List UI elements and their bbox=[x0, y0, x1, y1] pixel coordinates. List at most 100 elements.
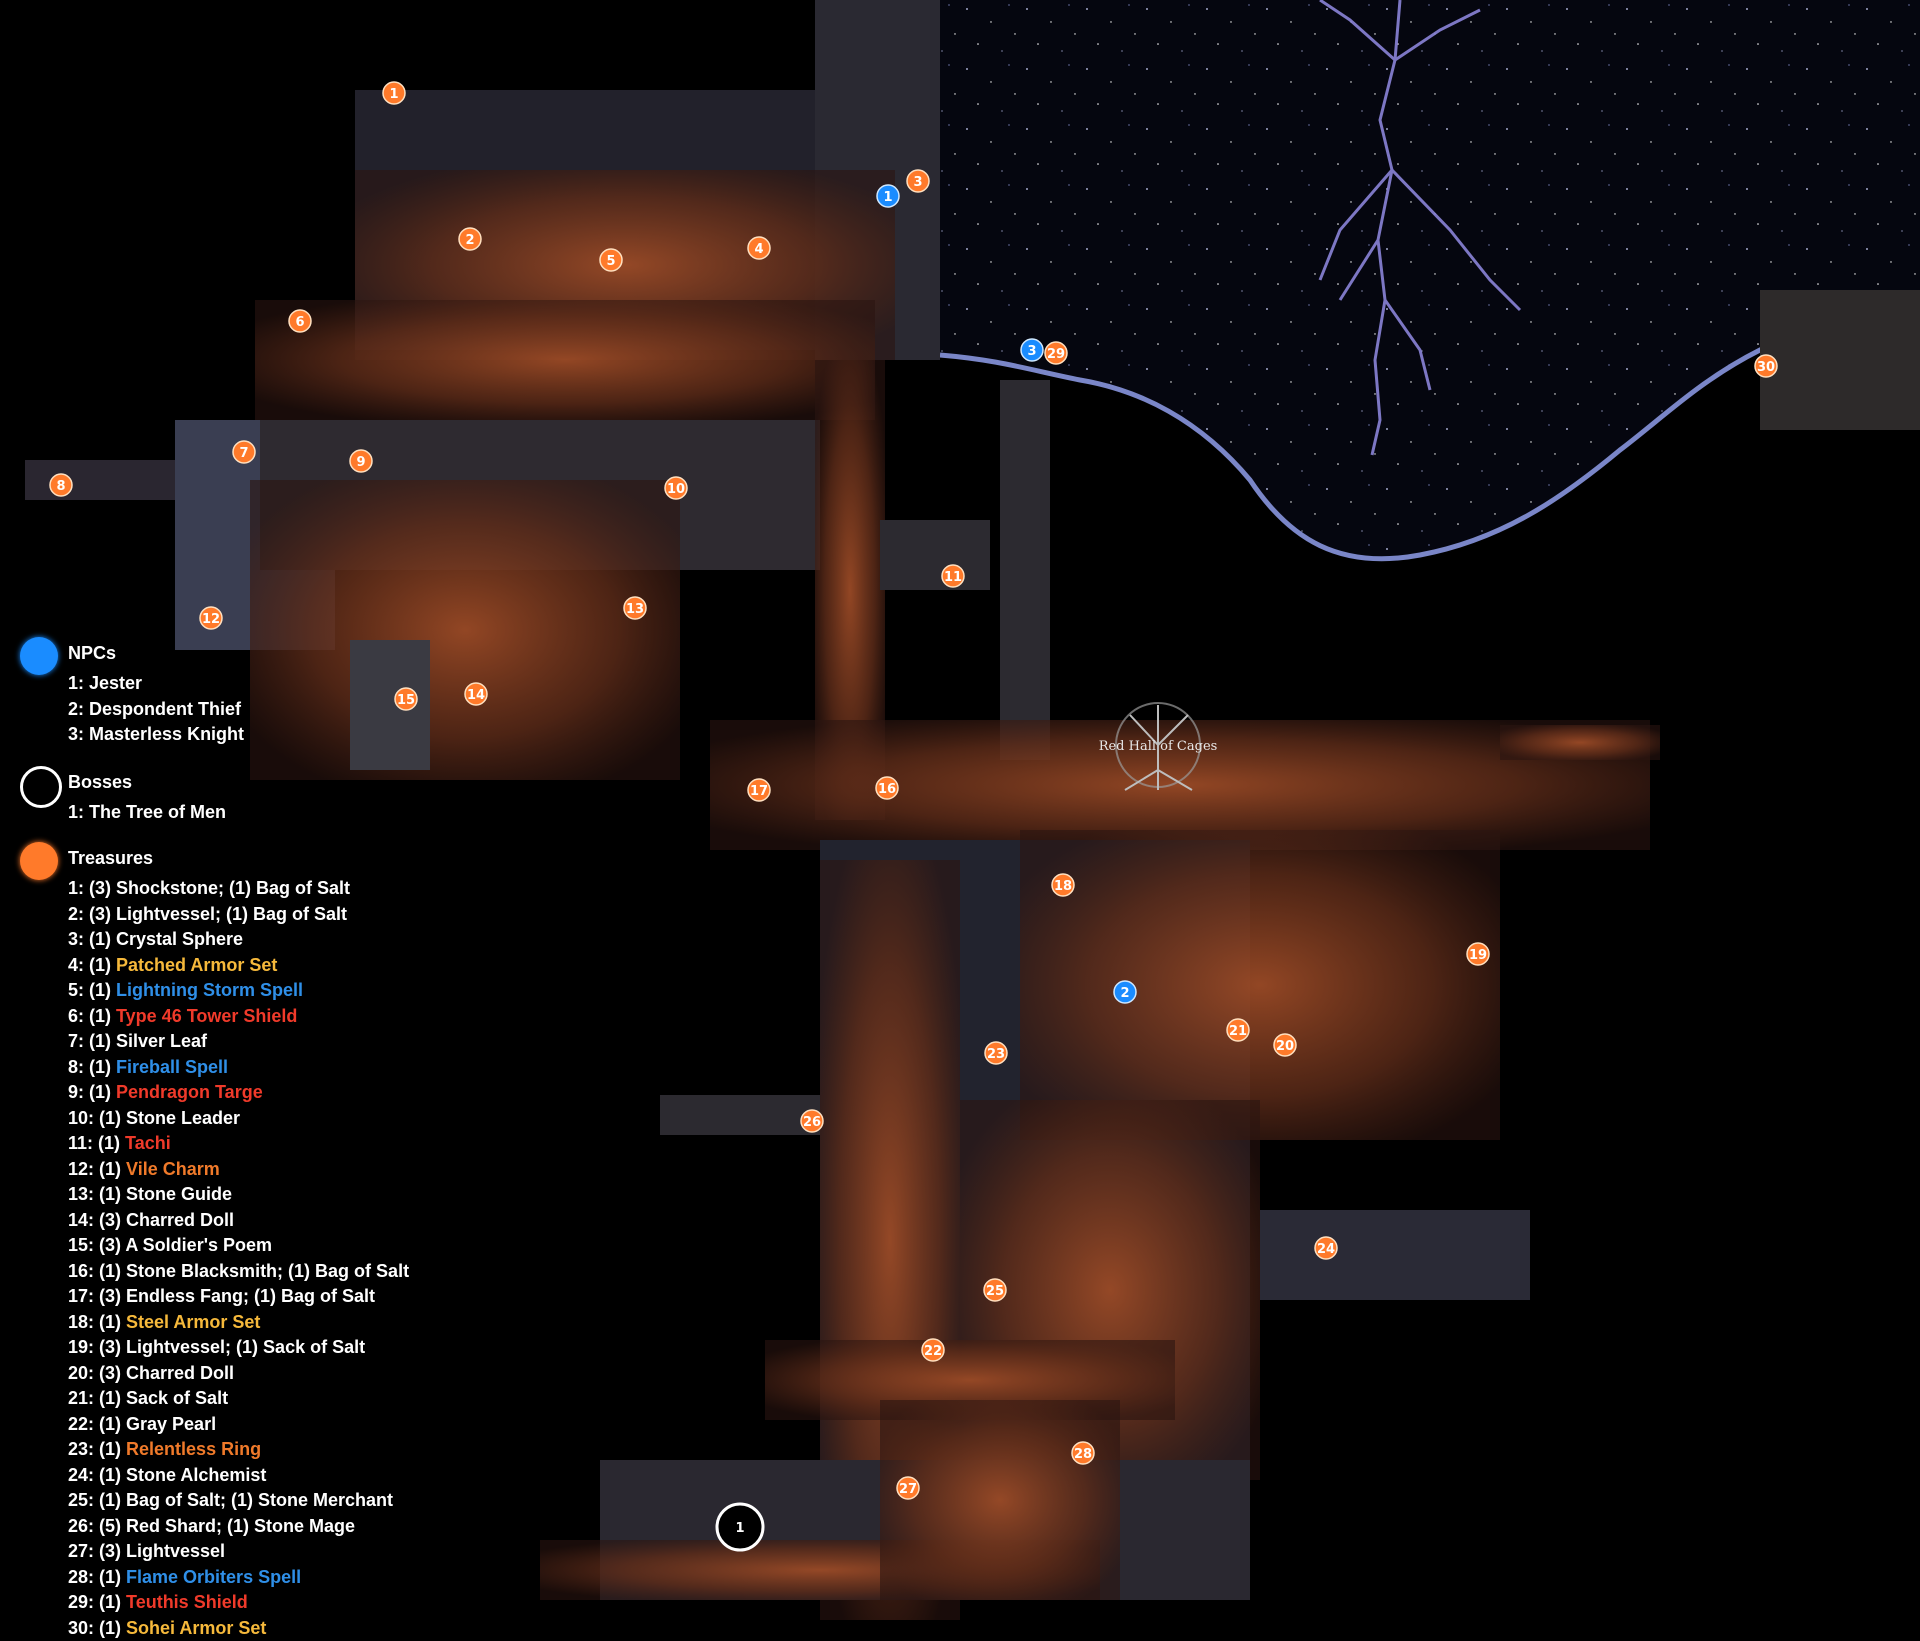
legend-bosses: Bosses 1: The Tree of Men bbox=[20, 766, 226, 826]
treasure-marker-label: 4 bbox=[754, 242, 763, 257]
npc-list: 1: Jester 2: Despondent Thief 3: Masterl… bbox=[20, 671, 244, 748]
treasure-legend-line: 28: (1) Flame Orbiters Spell bbox=[20, 1565, 409, 1591]
treasure-highlight: Tachi bbox=[125, 1133, 171, 1153]
treasure-marker-label: 15 bbox=[397, 693, 415, 708]
treasure-marker-label: 29 bbox=[1047, 347, 1065, 362]
treasure-legend-line: 12: (1) Vile Charm bbox=[20, 1157, 409, 1183]
treasure-legend-line: 6: (1) Type 46 Tower Shield bbox=[20, 1004, 409, 1030]
treasure-text: 18: (1) bbox=[68, 1312, 126, 1332]
treasure-text: 4: (1) bbox=[68, 955, 116, 975]
treasure-highlight: Type 46 Tower Shield bbox=[116, 1006, 297, 1026]
treasure-marker-label: 16 bbox=[878, 782, 896, 797]
treasure-text: 16: (1) Stone Blacksmith; (1) Bag of Sal… bbox=[68, 1261, 409, 1281]
treasure-marker-label: 10 bbox=[667, 482, 685, 497]
treasure-text: 26: (5) Red Shard; (1) Stone Mage bbox=[68, 1516, 355, 1536]
treasure-legend-line: 26: (5) Red Shard; (1) Stone Mage bbox=[20, 1514, 409, 1540]
treasure-text: 17: (3) Endless Fang; (1) Bag of Salt bbox=[68, 1286, 375, 1306]
treasure-text: 19: (3) Lightvessel; (1) Sack of Salt bbox=[68, 1337, 365, 1357]
treasure-text: 20: (3) Charred Doll bbox=[68, 1363, 234, 1383]
treasure-marker-label: 2 bbox=[465, 233, 474, 248]
treasure-highlight: Pendragon Targe bbox=[116, 1082, 263, 1102]
legend-line: 3: Masterless Knight bbox=[20, 722, 244, 748]
treasure-text: 21: (1) Sack of Salt bbox=[68, 1388, 228, 1408]
treasure-highlight: Lightning Storm Spell bbox=[116, 980, 303, 1000]
treasure-text: 11: (1) bbox=[68, 1133, 125, 1153]
treasure-text: 15: (3) A Soldier's Poem bbox=[68, 1235, 272, 1255]
npc-marker-label: 1 bbox=[883, 190, 892, 205]
treasure-marker-label: 11 bbox=[944, 570, 962, 585]
treasure-marker-label: 27 bbox=[899, 1482, 917, 1497]
treasure-text: 29: (1) bbox=[68, 1592, 126, 1612]
treasure-marker-label: 24 bbox=[1317, 1242, 1335, 1257]
treasure-text: 7: (1) Silver Leaf bbox=[68, 1031, 207, 1051]
treasure-text: 9: (1) bbox=[68, 1082, 116, 1102]
treasure-legend-line: 8: (1) Fireball Spell bbox=[20, 1055, 409, 1081]
treasure-text: 23: (1) bbox=[68, 1439, 126, 1459]
treasure-marker-label: 21 bbox=[1229, 1024, 1247, 1039]
boss-legend-icon bbox=[20, 766, 62, 808]
npc-marker-label: 2 bbox=[1120, 986, 1129, 1001]
treasure-marker-label: 26 bbox=[803, 1115, 821, 1130]
treasure-legend-line: 13: (1) Stone Guide bbox=[20, 1182, 409, 1208]
treasure-legend-icon bbox=[20, 842, 58, 880]
night-sky bbox=[940, 0, 1920, 559]
boss-marker-label: 1 bbox=[735, 1521, 744, 1536]
treasure-highlight: Vile Charm bbox=[126, 1159, 220, 1179]
treasure-legend-line: 24: (1) Stone Alchemist bbox=[20, 1463, 409, 1489]
treasure-marker-label: 7 bbox=[239, 446, 248, 461]
treasure-marker-label: 1 bbox=[389, 87, 398, 102]
treasure-legend-line: 2: (3) Lightvessel; (1) Bag of Salt bbox=[20, 902, 409, 928]
legend-line: 2: Despondent Thief bbox=[20, 697, 244, 723]
legend-title: Bosses bbox=[68, 772, 132, 793]
treasure-text: 5: (1) bbox=[68, 980, 116, 1000]
treasure-highlight: Steel Armor Set bbox=[126, 1312, 260, 1332]
treasure-text: 8: (1) bbox=[68, 1057, 116, 1077]
treasure-text: 12: (1) bbox=[68, 1159, 126, 1179]
treasure-text: 24: (1) Stone Alchemist bbox=[68, 1465, 266, 1485]
treasure-highlight: Sohei Armor Set bbox=[126, 1618, 266, 1638]
treasure-legend-line: 27: (3) Lightvessel bbox=[20, 1539, 409, 1565]
legend-title: NPCs bbox=[68, 643, 116, 664]
treasure-marker-label: 8 bbox=[56, 479, 65, 494]
treasure-text: 27: (3) Lightvessel bbox=[68, 1541, 225, 1561]
treasure-legend-line: 18: (1) Steel Armor Set bbox=[20, 1310, 409, 1336]
legend-title: Treasures bbox=[68, 848, 153, 869]
treasure-text: 13: (1) Stone Guide bbox=[68, 1184, 232, 1204]
treasure-marker-label: 19 bbox=[1469, 948, 1487, 963]
treasure-legend-line: 4: (1) Patched Armor Set bbox=[20, 953, 409, 979]
treasure-legend-line: 23: (1) Relentless Ring bbox=[20, 1437, 409, 1463]
treasure-legend-line: 15: (3) A Soldier's Poem bbox=[20, 1233, 409, 1259]
treasure-text: 10: (1) Stone Leader bbox=[68, 1108, 240, 1128]
treasure-highlight: Teuthis Shield bbox=[126, 1592, 248, 1612]
treasure-marker-label: 9 bbox=[356, 455, 365, 470]
treasure-text: 30: (1) bbox=[68, 1618, 126, 1638]
treasure-legend-line: 17: (3) Endless Fang; (1) Bag of Salt bbox=[20, 1284, 409, 1310]
treasure-legend-line: 9: (1) Pendragon Targe bbox=[20, 1080, 409, 1106]
npc-legend-icon bbox=[20, 637, 58, 675]
treasure-marker-label: 12 bbox=[202, 612, 220, 627]
treasure-legend-line: 30: (1) Sohei Armor Set bbox=[20, 1616, 409, 1641]
treasure-highlight: Flame Orbiters Spell bbox=[126, 1567, 301, 1587]
npc-marker-label: 3 bbox=[1027, 344, 1036, 359]
treasure-marker-label: 22 bbox=[924, 1344, 942, 1359]
treasure-legend-line: 21: (1) Sack of Salt bbox=[20, 1386, 409, 1412]
treasure-legend-line: 20: (3) Charred Doll bbox=[20, 1361, 409, 1387]
treasure-text: 28: (1) bbox=[68, 1567, 126, 1587]
treasure-text: 3: (1) Crystal Sphere bbox=[68, 929, 243, 949]
legend-treasures: Treasures 1: (3) Shockstone; (1) Bag of … bbox=[20, 842, 409, 1641]
treasure-highlight: Relentless Ring bbox=[126, 1439, 261, 1459]
treasure-legend-line: 16: (1) Stone Blacksmith; (1) Bag of Sal… bbox=[20, 1259, 409, 1285]
treasure-marker-label: 5 bbox=[606, 254, 615, 269]
treasure-legend-line: 7: (1) Silver Leaf bbox=[20, 1029, 409, 1055]
treasure-legend-line: 22: (1) Gray Pearl bbox=[20, 1412, 409, 1438]
treasure-marker-label: 23 bbox=[987, 1047, 1005, 1062]
treasure-legend-line: 19: (3) Lightvessel; (1) Sack of Salt bbox=[20, 1335, 409, 1361]
treasure-marker-label: 6 bbox=[295, 315, 304, 330]
treasure-highlight: Patched Armor Set bbox=[116, 955, 277, 975]
treasure-text: 22: (1) Gray Pearl bbox=[68, 1414, 216, 1434]
treasure-marker-label: 13 bbox=[626, 602, 644, 617]
treasure-legend-line: 25: (1) Bag of Salt; (1) Stone Merchant bbox=[20, 1488, 409, 1514]
treasure-legend-line: 3: (1) Crystal Sphere bbox=[20, 927, 409, 953]
treasure-marker-label: 14 bbox=[467, 688, 485, 703]
